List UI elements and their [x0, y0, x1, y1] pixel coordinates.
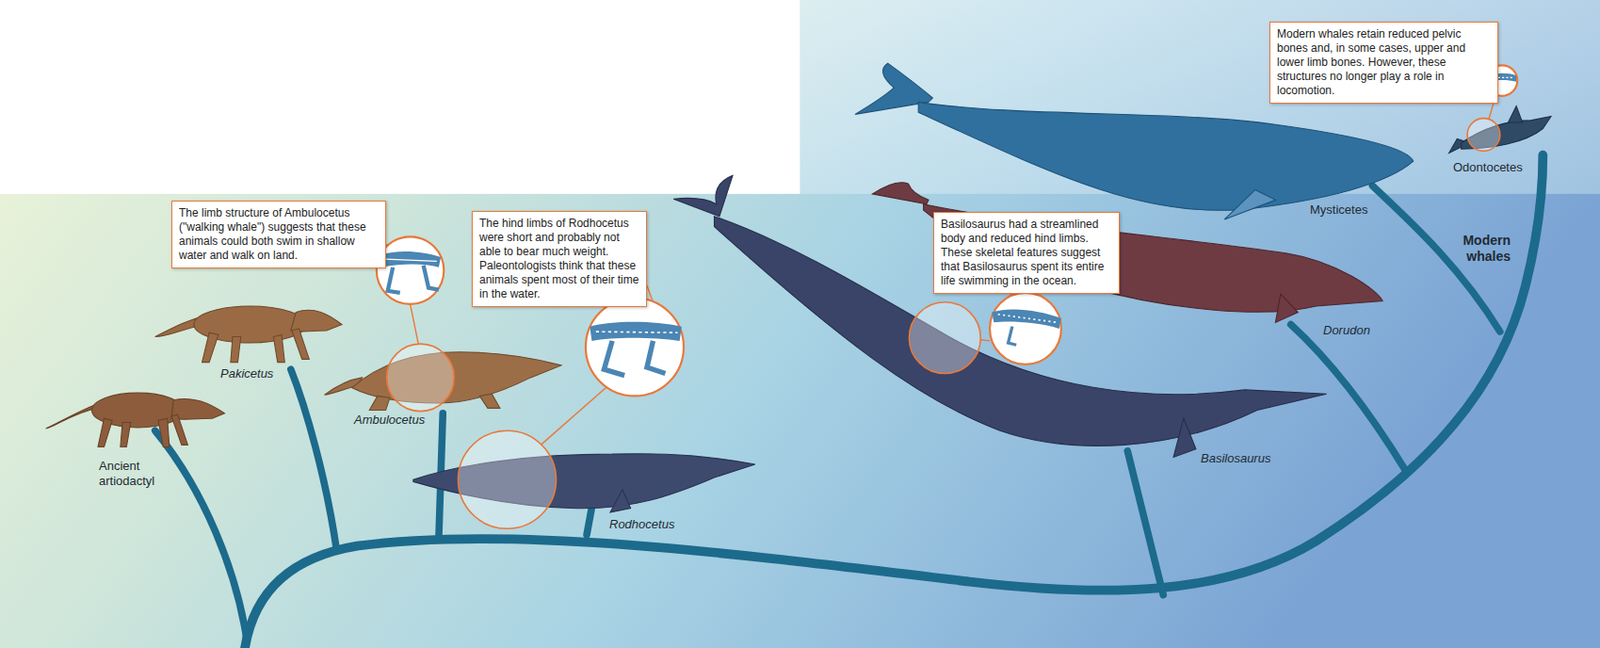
dolphin-figure	[1449, 106, 1552, 154]
group-label: Modern whales	[1438, 232, 1511, 265]
taxon-label: Basilosaurus	[1200, 451, 1313, 467]
illustration-part	[410, 304, 420, 344]
skeleton-inset	[989, 292, 1062, 365]
taxon-label: Ambulocetus	[354, 412, 456, 428]
illustration-part	[1224, 190, 1276, 220]
illustration-part	[244, 155, 1543, 648]
callout-text: The limb structure of Ambulocetus ("walk…	[178, 206, 379, 263]
illustration-part	[998, 314, 1058, 324]
taxon-label: Rodhocetus	[609, 517, 712, 533]
callout-text: Modern whales retain reduced pelvic bone…	[1276, 27, 1491, 98]
odontocete-highlight	[1467, 118, 1501, 152]
illustration-part	[673, 175, 733, 216]
illustration-part	[1173, 418, 1196, 457]
illustration-part	[540, 386, 609, 446]
taxon-label: Dorudon	[1323, 323, 1416, 339]
callout-box: The limb structure of Ambulocetus ("walk…	[171, 200, 387, 269]
illustration-part	[155, 430, 248, 641]
skeleton-inset	[376, 236, 445, 305]
taxon-label: Odontocetes	[1453, 160, 1546, 176]
illustration-part	[872, 182, 929, 205]
artiodactyl-figure	[46, 392, 226, 447]
illustration-part	[596, 331, 679, 333]
taxon-label: Ancient artiodactyl	[98, 458, 181, 488]
callout-text: The hind limbs of Rodhocetus were short …	[479, 216, 640, 302]
illustration-part	[991, 308, 1062, 328]
illustration-part	[376, 236, 445, 305]
illustration-part	[352, 352, 562, 404]
illustration-part	[980, 339, 990, 341]
illustration-part	[603, 340, 665, 376]
leader-lines	[386, 76, 1499, 445]
illustration-part	[386, 258, 437, 261]
callout-text: Basilosaurus had a streamlined body and …	[940, 217, 1113, 289]
callout-box: Modern whales retain reduced pelvic bone…	[1269, 21, 1499, 104]
illustration-part	[1507, 106, 1522, 123]
rodhocetus-highlight	[458, 430, 557, 529]
dorudon-figure	[872, 182, 1383, 324]
illustration-part	[610, 489, 631, 513]
callout-box: Basilosaurus had a streamlined body and …	[933, 211, 1120, 294]
illustration-part	[387, 265, 439, 293]
illustration-part	[989, 292, 1062, 365]
illustration-part	[589, 322, 682, 341]
illustration-part	[585, 297, 684, 396]
ambulocetus-highlight	[387, 343, 455, 412]
basilosaurus-highlight	[908, 302, 981, 374]
illustration-part	[1008, 326, 1018, 346]
illustration-part	[171, 398, 225, 420]
illustration-part	[586, 506, 592, 534]
illustration-part	[1275, 293, 1298, 323]
illustration-part	[290, 369, 338, 551]
illustration-part	[918, 101, 1414, 211]
illustration-part	[46, 404, 97, 429]
illustration-part	[97, 414, 188, 448]
basilosaurus-figure	[673, 175, 1326, 457]
illustration-part	[379, 251, 441, 268]
taxon-label: Pakicetus	[220, 366, 313, 382]
pakicetus-figure	[155, 306, 342, 363]
illustration-part	[1127, 451, 1164, 596]
blank-corner	[0, 0, 801, 194]
callout-box: The hind limbs of Rodhocetus were short …	[471, 210, 647, 308]
skeleton-inset	[585, 297, 684, 396]
illustration-part	[202, 328, 310, 363]
taxon-label: Mysticetes	[1309, 202, 1403, 218]
phylogenetic-tree	[155, 155, 1544, 648]
illustration-part	[923, 204, 1384, 313]
